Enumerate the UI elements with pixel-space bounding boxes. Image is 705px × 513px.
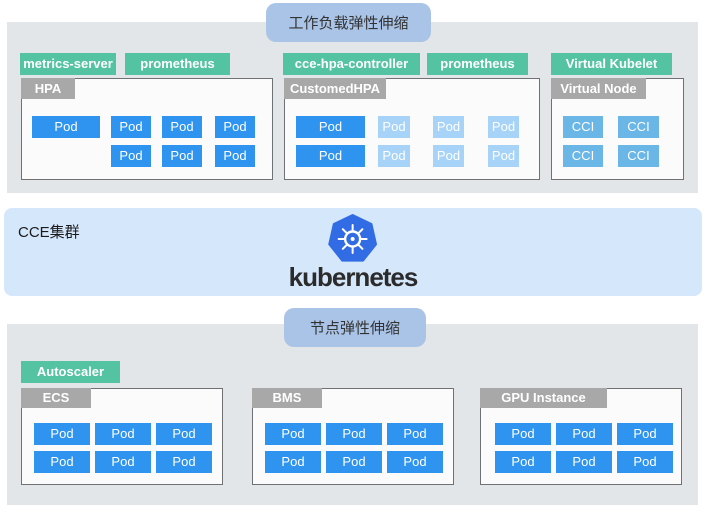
hpa-panel-title: HPA	[21, 78, 75, 99]
virtual-node-panel-title: Virtual Node	[551, 78, 646, 99]
cce-cluster-band: CCE集群 kubernetes	[4, 208, 702, 296]
cci-box: CCI	[563, 116, 603, 138]
pod-box: Pod	[162, 145, 202, 167]
pod-box-pending: Pod	[433, 145, 464, 167]
pod-box: Pod	[326, 423, 382, 445]
pod-box: Pod	[34, 423, 90, 445]
pod-box: Pod	[215, 116, 255, 138]
pod-box: Pod	[215, 145, 255, 167]
pod-box-pending: Pod	[378, 116, 410, 138]
kubernetes-logo-block: kubernetes	[289, 214, 418, 290]
bms-panel: BMS Pod Pod Pod Pod Pod Pod	[252, 388, 454, 485]
tag-prometheus-2: prometheus	[427, 53, 528, 75]
pod-box-pending: Pod	[433, 116, 464, 138]
gpu-instance-panel-title: GPU Instance	[480, 388, 607, 408]
workload-scaling-title: 工作负载弹性伸缩	[288, 15, 409, 32]
virtual-node-panel: Virtual Node CCI CCI CCI CCI	[551, 78, 684, 180]
tag-autoscaler: Autoscaler	[21, 361, 120, 383]
customed-hpa-panel: CustomedHPA Pod Pod Pod Pod Pod Pod Pod …	[284, 78, 540, 180]
pod-box: Pod	[495, 451, 551, 473]
kubernetes-logo-icon	[328, 214, 378, 262]
node-scaling-title: 节点弹性伸缩	[309, 320, 400, 337]
pod-box: Pod	[296, 116, 365, 138]
pod-box: Pod	[617, 423, 673, 445]
pod-box: Pod	[95, 451, 151, 473]
customed-hpa-panel-title: CustomedHPA	[284, 78, 386, 99]
gpu-instance-panel: GPU Instance Pod Pod Pod Pod Pod Pod	[480, 388, 682, 485]
tag-metrics-server: metrics-server	[20, 53, 116, 75]
pod-box-pending: Pod	[488, 145, 519, 167]
pod-box: Pod	[95, 423, 151, 445]
bms-panel-title: BMS	[252, 388, 322, 408]
pod-box: Pod	[34, 451, 90, 473]
tag-cce-hpa-controller: cce-hpa-controller	[283, 53, 420, 75]
pod-box: Pod	[495, 423, 551, 445]
pod-box: Pod	[156, 451, 212, 473]
pod-box: Pod	[326, 451, 382, 473]
pod-box-pending: Pod	[378, 145, 410, 167]
node-scaling-title-badge: 节点弹性伸缩	[284, 308, 426, 347]
pod-box: Pod	[387, 451, 443, 473]
tag-prometheus-1: prometheus	[125, 53, 230, 75]
pod-box: Pod	[296, 145, 365, 167]
pod-box-pending: Pod	[488, 116, 519, 138]
ecs-panel: ECS Pod Pod Pod Pod Pod Pod	[21, 388, 223, 485]
tag-virtual-kubelet: Virtual Kubelet	[551, 53, 672, 75]
ecs-panel-title: ECS	[21, 388, 91, 408]
pod-box: Pod	[111, 116, 151, 138]
cci-box: CCI	[618, 145, 659, 167]
workload-scaling-title-badge: 工作负载弹性伸缩	[266, 3, 431, 42]
kubernetes-logo-text: kubernetes	[288, 262, 419, 292]
pod-box: Pod	[617, 451, 673, 473]
pod-box: Pod	[162, 116, 202, 138]
pod-box: Pod	[265, 451, 321, 473]
pod-box: Pod	[156, 423, 212, 445]
pod-box: Pod	[111, 145, 151, 167]
pod-box: Pod	[556, 423, 612, 445]
cci-box: CCI	[618, 116, 659, 138]
pod-box: Pod	[265, 423, 321, 445]
cce-cluster-label: CCE集群	[18, 224, 80, 241]
pod-box: Pod	[387, 423, 443, 445]
cci-box: CCI	[563, 145, 603, 167]
pod-box: Pod	[556, 451, 612, 473]
hpa-panel: HPA Pod Pod Pod Pod Pod Pod Pod	[21, 78, 273, 180]
pod-box: Pod	[32, 116, 100, 138]
